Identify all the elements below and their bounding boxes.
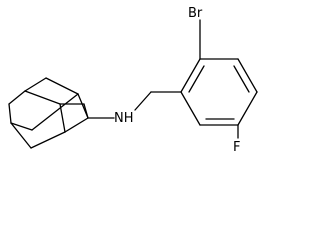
bond-ring — [237, 91, 258, 126]
fluorine-label: F — [233, 140, 240, 155]
bond-lines — [8, 19, 258, 149]
bond-adamantane — [83, 103, 89, 119]
bond-adamantane — [59, 103, 66, 133]
bond-adamantane — [8, 90, 26, 105]
bond-ring-double — [188, 65, 205, 93]
bond-ring — [180, 91, 201, 126]
bond-adamantane — [45, 77, 79, 95]
bond-adamantane — [31, 93, 79, 131]
bond-ring — [237, 58, 258, 93]
bond-ring — [180, 58, 201, 93]
bond-ring-double — [233, 65, 250, 93]
amine-label: NH — [114, 111, 134, 126]
bond-adamantane — [24, 77, 47, 92]
bond-adamantane — [30, 131, 66, 149]
bond-adamantane — [24, 90, 61, 105]
structure-diagram: Br NH F — [8, 6, 258, 155]
bond-adamantane — [64, 117, 89, 133]
bond-n-ch2 — [134, 91, 152, 111]
bromine-label: Br — [188, 6, 203, 21]
bond-adamantane — [10, 122, 32, 149]
bond-adamantane — [10, 122, 33, 131]
bond-adamantane — [8, 103, 12, 124]
